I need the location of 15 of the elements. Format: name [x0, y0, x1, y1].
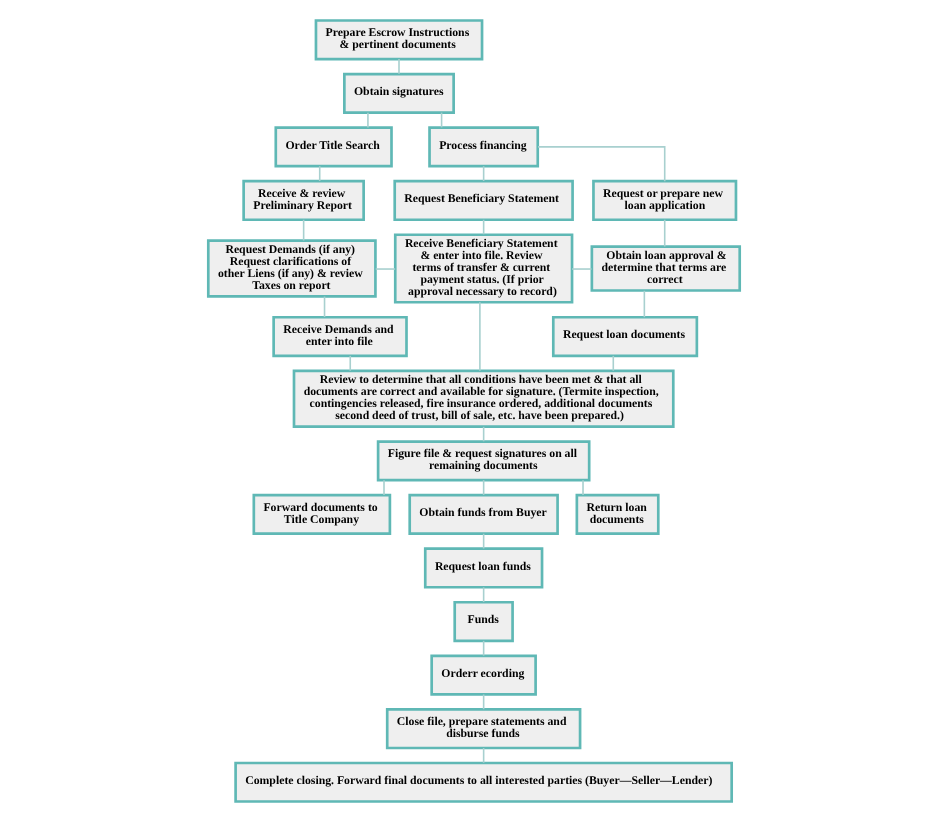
- connector: [367, 111, 369, 129]
- connector: [349, 355, 352, 372]
- connector: [571, 268, 593, 270]
- connector: [323, 295, 326, 318]
- connector: [663, 218, 666, 248]
- connector: [479, 301, 481, 372]
- connector: [383, 479, 385, 496]
- connector: [398, 58, 400, 75]
- connector: [374, 268, 396, 270]
- connector: [302, 218, 305, 242]
- connector: [612, 355, 615, 372]
- connector: [643, 289, 646, 318]
- connector: [582, 479, 584, 496]
- connector: [318, 165, 321, 182]
- connector: [537, 146, 666, 182]
